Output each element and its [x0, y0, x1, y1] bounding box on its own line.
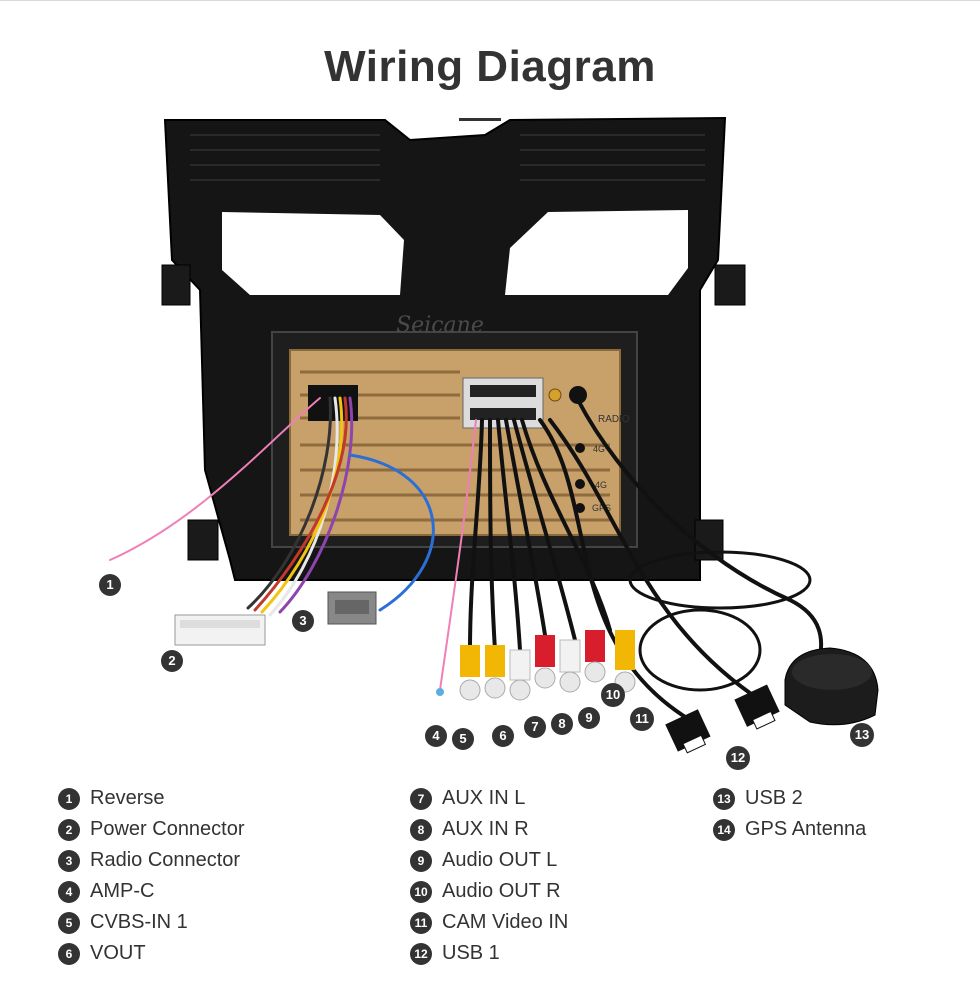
legend-column-2: 7 AUX IN L 8 AUX IN R 9 Audio OUT L 10 Audio OU…	[410, 783, 750, 969]
callout-badge-11: 11	[630, 707, 654, 731]
legend-item: 9 Audio OUT L	[410, 845, 750, 876]
callout-badge-10: 10	[601, 683, 625, 707]
4g-port-label: 4G	[595, 480, 607, 490]
watermark: Seicane	[396, 313, 484, 338]
usb-plug-1	[665, 709, 711, 754]
callout-badge-4: 4	[425, 725, 447, 747]
legend-item: 1 Reverse	[58, 783, 398, 814]
top-divider	[0, 0, 980, 1]
callout-badge-6: 6	[492, 725, 514, 747]
legend-item: 12 USB 1	[410, 938, 750, 969]
vent-opening-right	[505, 210, 688, 295]
radio-connector	[327, 591, 377, 625]
rca-plug-cvbs-in	[459, 645, 481, 701]
legend-number-badge: 2	[58, 818, 80, 841]
legend-item: 7 AUX IN L	[410, 783, 750, 814]
usb-cable-1	[538, 418, 692, 722]
legend-number-badge: 1	[58, 787, 80, 810]
legend-label: CAM Video IN	[442, 911, 569, 933]
legend-number-badge: 12	[410, 942, 432, 965]
rca-plug-aux-in-r	[534, 635, 556, 689]
reverse-wire	[109, 397, 321, 561]
callout-badge-1: 1	[99, 574, 121, 596]
legend-number-badge: 10	[410, 880, 432, 903]
legend-item: 11 CAM Video IN	[410, 907, 750, 938]
wiring-diagram: Seicane RADIO 4G+ 4G GPS	[109, 116, 879, 754]
wires	[109, 396, 824, 722]
rca-plug-vout	[484, 645, 506, 699]
legend-label: Audio OUT R	[442, 880, 561, 902]
callout-badge-12: 12	[726, 746, 750, 770]
callout-badge-5: 5	[452, 728, 474, 750]
radio-socket	[569, 386, 587, 404]
legend-number-badge: 9	[410, 849, 432, 872]
power-connector	[174, 614, 266, 646]
4g-plus-port-label: 4G+	[593, 444, 610, 454]
rca-plug-audio-out-l	[559, 639, 581, 693]
legend-label: Audio OUT L	[442, 849, 558, 871]
legend-number-badge: 5	[58, 911, 80, 934]
legend-number-badge: 8	[410, 818, 432, 841]
legend-item: 4 AMP-C	[58, 876, 398, 907]
legend-item: 8 AUX IN R	[410, 814, 750, 845]
callout-badge-3: 3	[292, 610, 314, 632]
callout-badge-13: 13	[850, 723, 874, 747]
legend-label: Power Connector	[90, 818, 245, 840]
legend-label: Radio Connector	[90, 849, 241, 871]
legend-label: VOUT	[90, 942, 146, 964]
radio-wire	[348, 453, 435, 612]
title-underline	[459, 118, 501, 121]
legend-label: USB 1	[442, 942, 500, 964]
legend-column-1: 1 Reverse 2 Power Connector 3 Radio Connector…	[58, 783, 398, 969]
legend-item: 13 USB 2	[713, 783, 980, 814]
callout-badge-7: 7	[524, 716, 546, 738]
callout-badge-2: 2	[161, 650, 183, 672]
legend-item: 3 Radio Connector	[58, 845, 398, 876]
gps-antenna	[784, 647, 879, 726]
legend-label: GPS Antenna	[745, 818, 867, 840]
rca-plugs	[436, 630, 636, 701]
rca-plug-cam-video-in	[614, 630, 636, 693]
vent-opening-left	[222, 212, 404, 295]
legend-label: AUX IN L	[442, 787, 526, 809]
legend-label: CVBS-IN 1	[90, 911, 188, 933]
usb-plug-2	[734, 684, 780, 730]
amp-c-wire	[439, 419, 477, 691]
legend-number-badge: 3	[58, 849, 80, 872]
legend-number-badge: 11	[410, 911, 432, 934]
callout-badge-9: 9	[578, 707, 600, 729]
legend-label: AUX IN R	[442, 818, 529, 840]
radio-port-label: RADIO	[598, 414, 630, 425]
rca-plug-aux-in-l	[509, 649, 531, 701]
legend-number-badge: 7	[410, 787, 432, 810]
legend-number-badge: 4	[58, 880, 80, 903]
legend-item: 5 CVBS-IN 1	[58, 907, 398, 938]
callout-badge-8: 8	[551, 713, 573, 735]
legend-item: 2 Power Connector	[58, 814, 398, 845]
usb-cable-2	[548, 418, 762, 702]
page-title: Wiring Diagram	[324, 42, 656, 91]
rca-plug-audio-out-r	[584, 630, 606, 683]
legend-label: USB 2	[745, 787, 803, 809]
legend-number-badge: 14	[713, 818, 735, 841]
legend-column-3: 13 USB 2 14 GPS Antenna	[713, 783, 980, 845]
legend-item: 14 GPS Antenna	[713, 814, 980, 845]
legend-number-badge: 6	[58, 942, 80, 965]
legend-item: 6 VOUT	[58, 938, 398, 969]
legend-label: AMP-C	[90, 880, 155, 902]
gps-port-label: GPS	[592, 503, 611, 513]
legend-label: Reverse	[90, 787, 165, 809]
legend-item: 10 Audio OUT R	[410, 876, 750, 907]
legend-number-badge: 13	[713, 787, 735, 810]
gps-cable	[576, 398, 824, 662]
gps-socket	[548, 388, 562, 402]
